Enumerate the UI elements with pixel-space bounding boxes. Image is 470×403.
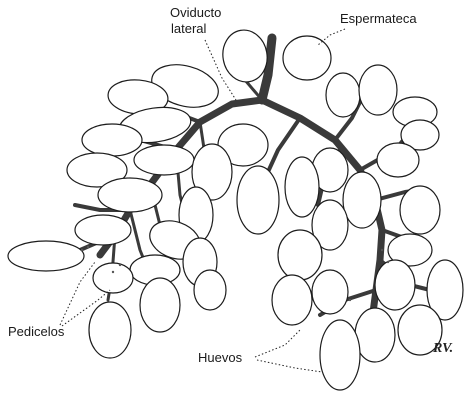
espermateca-label: Espermateca	[340, 11, 417, 26]
huevos-leader-2	[257, 360, 322, 372]
huevos-leader-1	[255, 330, 300, 357]
egg-cluster	[8, 27, 463, 390]
pedicelos-label: Pedicelos	[8, 324, 65, 339]
pedicelos-leader-1	[60, 262, 95, 325]
oviducto-label-line1: Oviducto	[170, 5, 221, 20]
artist-signature: RV.	[432, 341, 453, 356]
oviducto-label-line2: lateral	[171, 21, 207, 36]
huevos-label: Huevos	[198, 350, 243, 365]
